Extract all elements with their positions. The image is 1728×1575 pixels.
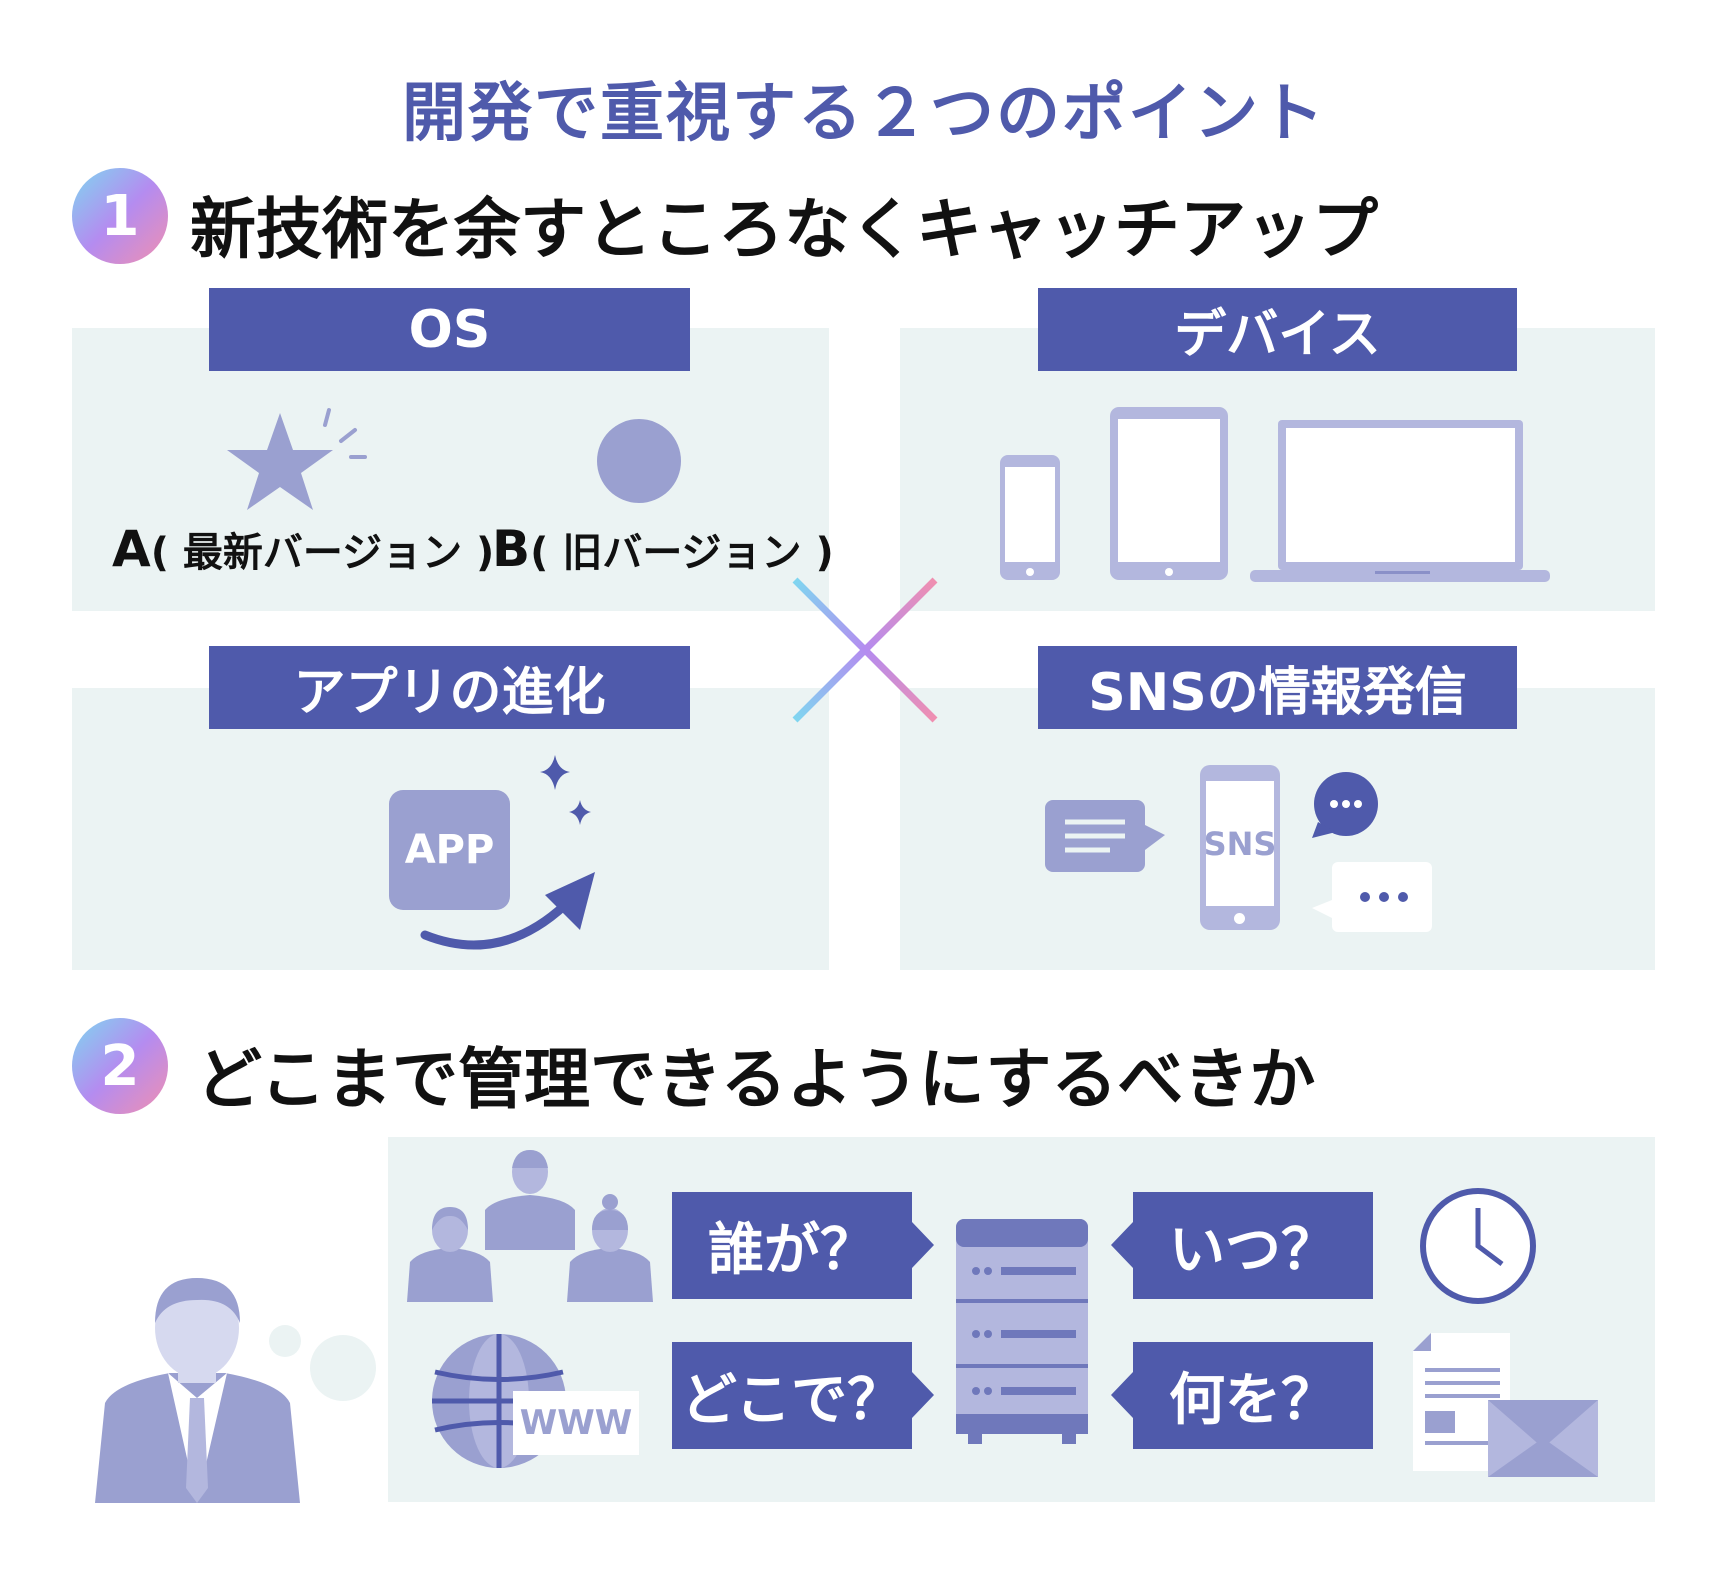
version-b-caption: B( 旧バージョン )	[492, 520, 834, 578]
section-heading: 新技術を余すところなくキャッチアップ	[190, 191, 1378, 268]
document-mail-icon	[1413, 1333, 1598, 1477]
section-heading: どこまで管理できるようにするべきか	[196, 1041, 1316, 1118]
version-a-text: ( 最新バージョン )	[150, 530, 495, 576]
server-icon	[956, 1219, 1088, 1444]
os-panel	[72, 328, 829, 611]
cross-icon	[792, 577, 938, 723]
version-a-letter: A	[112, 520, 151, 578]
star-icon	[227, 408, 367, 510]
devices-icon	[1000, 407, 1550, 582]
version-b-letter: B	[492, 520, 531, 578]
phone-icon: SNS	[1200, 765, 1280, 930]
what-tag-shape	[1111, 1342, 1373, 1449]
page-title: 開発で重視する２つのポイント	[402, 77, 1326, 151]
who-tag: 誰が？	[708, 1218, 876, 1283]
who-tag-shape	[672, 1192, 934, 1299]
section-number-badge: 1	[72, 168, 168, 264]
version-a-caption: A( 最新バージョン )	[112, 520, 494, 578]
version-b-text: ( 旧バージョン )	[530, 530, 834, 576]
growth-arrow-icon	[420, 872, 595, 950]
section-number-badge: 2	[72, 1018, 168, 1114]
where-tag: どこで？	[680, 1368, 904, 1433]
apps-label: アプリの進化	[209, 646, 690, 729]
message-bubble-icon	[1045, 800, 1165, 872]
clock-icon	[1420, 1188, 1536, 1304]
chat-dots-icon	[1312, 772, 1378, 838]
what-tag: 何を？	[1169, 1368, 1337, 1433]
smartphone-icon	[1000, 455, 1060, 580]
thought-bubbles-icon	[269, 1325, 376, 1401]
reply-bubble-icon	[1312, 862, 1432, 932]
laptop-icon	[1250, 420, 1550, 582]
when-tag: いつ？	[1169, 1218, 1337, 1283]
when-tag-shape	[1111, 1192, 1373, 1299]
app-icon: APP	[389, 790, 510, 910]
circle-icon	[597, 419, 681, 503]
people-icon	[407, 1150, 653, 1302]
businessman-icon	[95, 1278, 300, 1503]
sparkle-icon	[540, 755, 591, 825]
sns-label: SNSの情報発信	[1038, 646, 1517, 729]
phone-sns-text: SNS	[1204, 781, 1276, 906]
tablet-icon	[1110, 407, 1228, 580]
where-tag-shape	[672, 1342, 934, 1449]
devices-label: デバイス	[1038, 288, 1517, 371]
www-label: WWW	[513, 1391, 639, 1455]
os-label: OS	[209, 288, 690, 371]
